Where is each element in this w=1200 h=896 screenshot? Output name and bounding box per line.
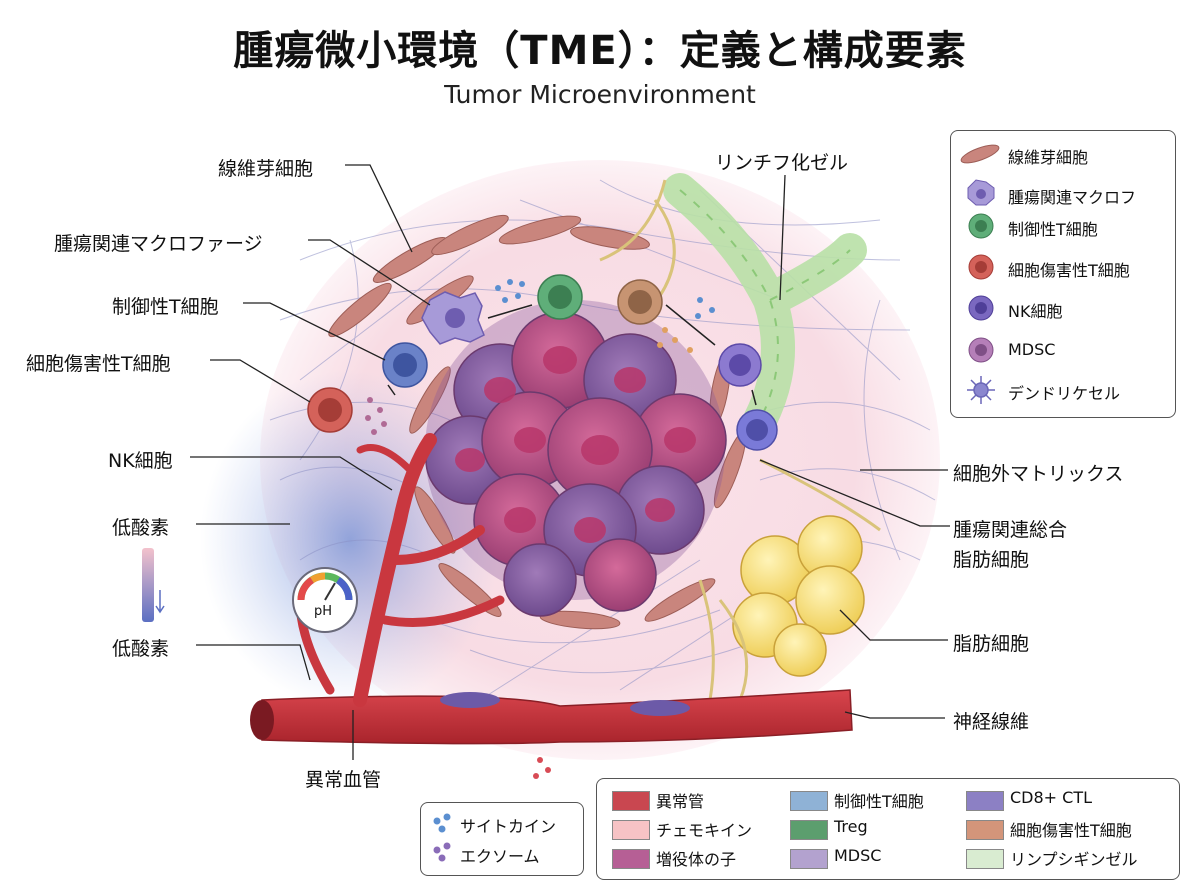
label-extracellular-matrix: 細胞外マトリックス: [953, 463, 1124, 485]
label-tumor-associated-macrophage: 腫瘍関連マクロファージ: [54, 233, 263, 255]
color-legend-label: 細胞傷害性T細胞: [1010, 821, 1132, 840]
page-title: 腫瘍微小環境（TME）：定義と構成要素: [233, 28, 967, 74]
color-legend-label: Treg: [834, 817, 868, 836]
color-swatch: [612, 791, 650, 811]
label-nerve-fiber: 神経線維: [953, 711, 1030, 733]
label-hypoxia-top: 低酸素: [112, 517, 170, 539]
cell-type-legend: [950, 130, 1176, 418]
legend-fibroblast: 線維芽細胞: [1008, 148, 1089, 167]
color-legend-label: リンプシギンゼル: [1010, 850, 1138, 869]
color-swatch: [790, 820, 828, 840]
abnormal-blood-vessel: [250, 433, 853, 779]
immune-cells: [307, 274, 778, 451]
label-caf-line1: 腫瘍関連総合: [953, 519, 1068, 541]
ph-gauge-icon: [292, 567, 358, 633]
tumor-cell-cluster: [425, 300, 727, 617]
color-legend-label: 増役体の子: [656, 850, 737, 869]
label-lymphatic-vessel: リンチフ化ゼル: [715, 152, 849, 174]
color-legend-label: MDSC: [834, 846, 882, 865]
legend-ctl: 細胞傷害性T細胞: [1008, 261, 1130, 280]
ph-label: pH: [314, 604, 333, 619]
label-adipocyte: 脂肪細胞: [953, 633, 1030, 655]
legend-cytokine: サイトカイン: [460, 817, 557, 836]
color-swatch: [966, 791, 1004, 811]
fibroblast-cells: [328, 214, 747, 630]
color-swatch: [966, 820, 1004, 840]
legend-macrophage: 腫瘍関連マクロフ: [1008, 188, 1137, 207]
cytokine-dots: [365, 279, 715, 435]
label-fibroblast: 線維芽細胞: [218, 158, 314, 180]
color-swatch: [790, 791, 828, 811]
label-hypoxia-bottom: 低酸素: [112, 638, 170, 660]
lymphatic-vessel-cells: [679, 189, 851, 421]
legend-mdsc: MDSC: [1008, 340, 1056, 359]
legend-nk: NK細胞: [1008, 302, 1063, 321]
hypoxia-gradient-bar: [142, 548, 154, 622]
label-cytotoxic-t-cell: 細胞傷害性T細胞: [26, 353, 171, 375]
label-regulatory-t-cell: 制御性T細胞: [112, 296, 219, 318]
label-abnormal-blood-vessel: 異常血管: [305, 769, 382, 791]
interaction-arrows: [387, 304, 757, 406]
legend-exosome: エクソーム: [460, 847, 540, 866]
label-nk-cell: NK細胞: [108, 450, 173, 472]
label-caf-line2: 脂肪細胞: [953, 549, 1030, 571]
color-legend-label: 制御性T細胞: [834, 792, 924, 811]
color-swatch: [612, 820, 650, 840]
color-swatch: [966, 849, 1004, 869]
color-legend-label: チェモキイン: [656, 821, 753, 840]
legend-dendritic: デンドリケセル: [1008, 384, 1121, 403]
down-arrow-icon: [155, 590, 165, 614]
color-swatch: [790, 849, 828, 869]
page-subtitle: Tumor Microenvironment: [444, 80, 756, 109]
color-legend-label: CD8+ CTL: [1010, 788, 1093, 807]
legend-treg: 制御性T細胞: [1008, 220, 1098, 239]
color-swatch: [612, 849, 650, 869]
adipocytes: [732, 515, 865, 677]
color-legend: [596, 778, 1180, 880]
color-legend-label: 異常管: [656, 792, 705, 811]
leader-lines: [190, 164, 950, 760]
